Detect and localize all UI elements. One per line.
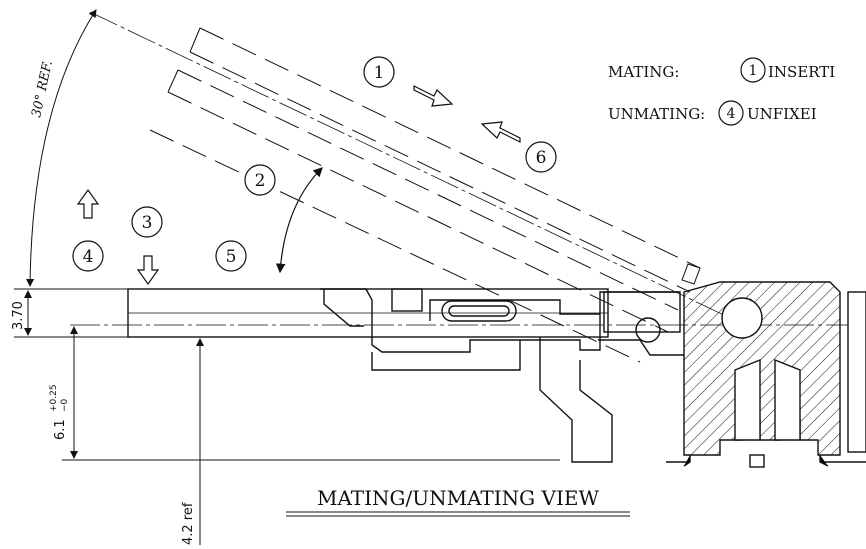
legend-mating: MATING: 1 INSERTI <box>608 57 835 83</box>
svg-text:4: 4 <box>727 106 736 122</box>
step-marker-1: 1 <box>363 56 395 88</box>
legend-unmating: UNMATING: 4 UNFIXEI <box>608 100 817 126</box>
step-marker-6: 6 <box>525 141 557 173</box>
svg-text:2: 2 <box>255 171 266 191</box>
mated-connector <box>320 288 684 463</box>
svg-text:5: 5 <box>226 247 237 267</box>
svg-text:+0.25: +0.25 <box>49 384 59 412</box>
receptacle-cross-section <box>666 281 866 468</box>
angle-dimension-label: 30° REF. <box>29 59 56 118</box>
remove-direction-arrow <box>480 121 521 143</box>
svg-text:6.1: 6.1 <box>53 419 68 440</box>
legend-unmating-text: UNFIXEI <box>747 105 817 123</box>
svg-text:MATING/UNMATING VIEW: MATING/UNMATING VIEW <box>317 486 599 510</box>
step-marker-3: 3 <box>131 206 163 238</box>
up-arrow <box>76 188 100 219</box>
step-marker-2: 2 <box>244 164 276 196</box>
svg-text:−0: −0 <box>60 398 70 412</box>
svg-text:1: 1 <box>749 63 758 79</box>
svg-text:6: 6 <box>536 148 547 168</box>
height-dimension-6-1 <box>62 326 560 461</box>
legend-unmating-label: UNMATING: <box>608 105 705 123</box>
depth-dimension-4-2-label: 4.2 ref <box>181 502 196 545</box>
svg-text:3: 3 <box>142 213 153 233</box>
tilted-board-outline <box>89 11 731 363</box>
svg-text:1: 1 <box>374 63 385 83</box>
pcb-board <box>70 288 866 338</box>
legend-mating-label: MATING: <box>608 63 679 81</box>
height-dimension-6-1-label: 6.1 +0.25 −0 <box>49 384 70 440</box>
angle-dimension <box>26 9 97 287</box>
view-title: MATING/UNMATING VIEW <box>286 486 630 517</box>
svg-text:4: 4 <box>83 247 94 267</box>
height-dimension-3-70 <box>14 288 128 338</box>
step-marker-4: 4 <box>72 240 104 272</box>
legend-mating-text: INSERTI <box>768 63 835 81</box>
height-dimension-3-70-label: 3.70 <box>11 301 26 330</box>
step-marker-5: 5 <box>215 240 247 272</box>
rotation-arc-arrow <box>275 167 323 274</box>
insert-direction-arrow <box>413 85 454 107</box>
down-arrow <box>136 255 160 286</box>
